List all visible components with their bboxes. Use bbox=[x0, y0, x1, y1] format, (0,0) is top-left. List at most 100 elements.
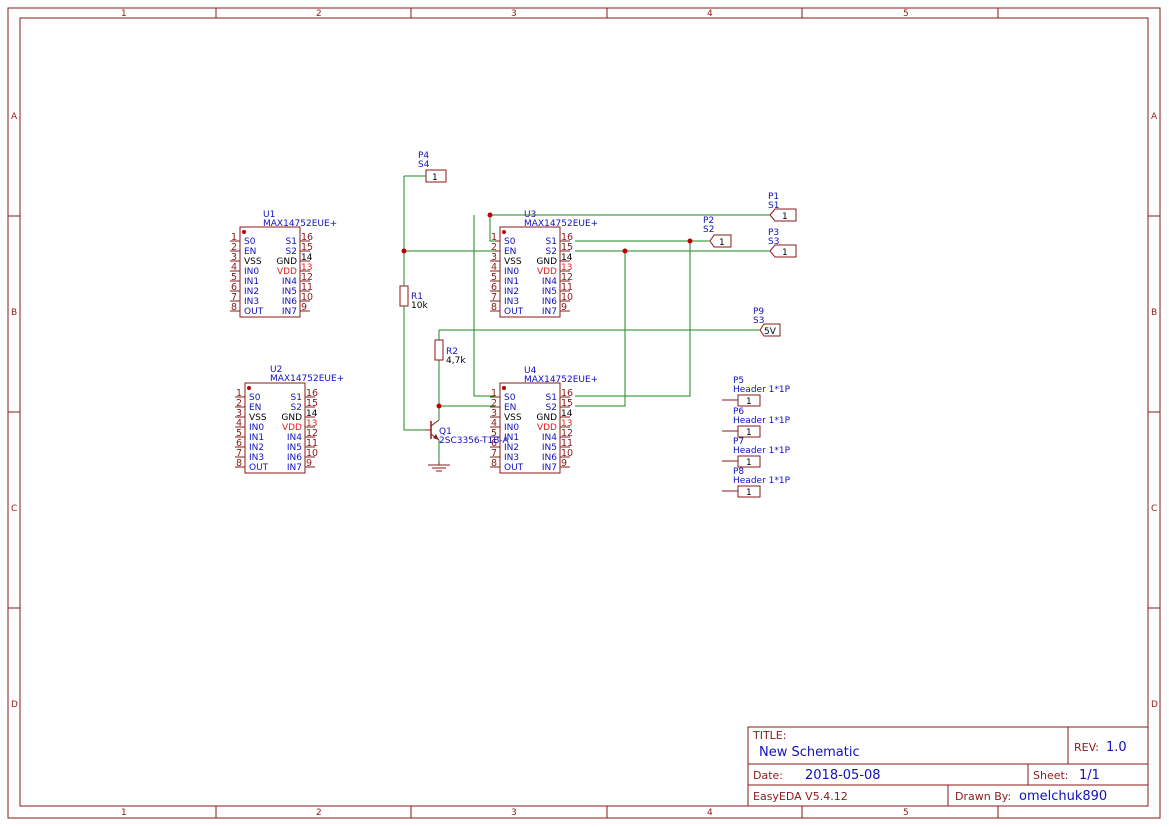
transistor-ref: Q1 bbox=[439, 427, 452, 437]
port-net: S2 bbox=[703, 225, 714, 235]
transistor-q1[interactable]: Q1 2SC3356-T1B-A bbox=[425, 419, 509, 446]
pin-name: IN5 bbox=[282, 287, 297, 297]
pin-number: 15 bbox=[561, 242, 573, 253]
pin-number: 2 bbox=[491, 242, 497, 253]
resistor-r2[interactable]: R2 4,7k bbox=[434, 339, 466, 366]
pin-number: 12 bbox=[561, 428, 573, 439]
pin-name: IN3 bbox=[504, 453, 519, 463]
port-p6[interactable]: P6 Header 1*1P 1 bbox=[722, 407, 791, 438]
pin-number: 2 bbox=[231, 242, 237, 253]
port-p5[interactable]: P5 Header 1*1P 1 bbox=[722, 376, 791, 407]
pin-number: 13 bbox=[561, 263, 572, 273]
pin-name: IN3 bbox=[249, 453, 264, 463]
ic-value: MAX14752EUE+ bbox=[524, 375, 598, 385]
resistor-value: 10k bbox=[411, 301, 428, 311]
junction-dot bbox=[687, 238, 693, 244]
port-p4[interactable]: P4 S4 1 bbox=[418, 151, 447, 183]
port-ref: P8 bbox=[733, 467, 744, 477]
port-net: S4 bbox=[418, 160, 430, 170]
rev-value: 1.0 bbox=[1106, 740, 1127, 755]
pin-number: 6 bbox=[491, 438, 497, 449]
pin-number: 13 bbox=[306, 419, 317, 429]
pin-number: 3 bbox=[236, 408, 242, 419]
pin-number: 12 bbox=[561, 272, 573, 283]
pin-name: VSS bbox=[504, 413, 522, 423]
port-ref: P1 bbox=[768, 192, 779, 202]
pin-name: S1 bbox=[546, 393, 557, 403]
pin-name: S1 bbox=[546, 237, 557, 247]
pin-name: IN4 bbox=[542, 277, 557, 287]
pin-number: 6 bbox=[236, 438, 242, 449]
pin-name: EN bbox=[249, 403, 261, 413]
resistor-ref: R2 bbox=[446, 347, 458, 357]
pin-number: 10 bbox=[561, 292, 573, 303]
pin-number: 8 bbox=[491, 458, 497, 469]
port-p8[interactable]: P8 Header 1*1P 1 bbox=[722, 467, 791, 498]
pin-name: VDD bbox=[277, 267, 297, 277]
port-pin: 1 bbox=[746, 488, 752, 498]
pin-name: IN6 bbox=[282, 297, 297, 307]
pin-number: 12 bbox=[301, 272, 313, 283]
column-label: 3 bbox=[511, 808, 517, 818]
pin-number: 9 bbox=[306, 458, 312, 469]
pin-number: 16 bbox=[306, 388, 318, 399]
pin-name: IN4 bbox=[542, 433, 557, 443]
column-label: 2 bbox=[316, 808, 322, 818]
pin-number: 16 bbox=[561, 232, 573, 243]
pin-name: OUT bbox=[504, 307, 524, 317]
pin-number: 7 bbox=[236, 448, 242, 459]
row-label: A bbox=[11, 112, 18, 122]
pin-name: IN6 bbox=[542, 297, 557, 307]
column-label: 2 bbox=[316, 9, 322, 19]
pin-number: 9 bbox=[561, 458, 567, 469]
pin-name: S0 bbox=[249, 393, 261, 403]
row-label: A bbox=[1151, 112, 1158, 122]
port-ref: P4 bbox=[418, 151, 429, 161]
pin-number: 2 bbox=[236, 398, 242, 409]
port-p3[interactable]: P3 S3 1 bbox=[768, 228, 797, 258]
port-p1[interactable]: P1 S1 1 bbox=[768, 192, 797, 222]
pin-name: EN bbox=[244, 247, 256, 257]
pin-name: IN3 bbox=[504, 297, 519, 307]
pin-number: 4 bbox=[236, 418, 242, 429]
pin-name: GND bbox=[536, 257, 557, 267]
pin-name: OUT bbox=[249, 463, 269, 473]
row-label: D bbox=[11, 700, 18, 710]
pin-number: 4 bbox=[231, 262, 237, 273]
pin-number: 4 bbox=[491, 262, 497, 273]
pin1-dot bbox=[502, 230, 506, 234]
port-pin: 5V bbox=[764, 327, 777, 337]
pin-name: OUT bbox=[504, 463, 524, 473]
port-net: Header 1*1P bbox=[733, 416, 791, 426]
port-pin: 1 bbox=[782, 248, 788, 258]
pin-name: IN2 bbox=[504, 287, 519, 297]
pin-name: IN2 bbox=[249, 443, 264, 453]
port-p2[interactable]: P2 S2 1 bbox=[703, 216, 732, 248]
port-pin: 1 bbox=[746, 428, 752, 438]
column-label: 3 bbox=[511, 9, 517, 19]
pin-name: IN7 bbox=[282, 307, 297, 317]
pin-number: 5 bbox=[491, 272, 497, 283]
pin-name: IN0 bbox=[504, 423, 519, 433]
port-p9[interactable]: P9 S3 5V bbox=[753, 307, 781, 337]
pin-name: IN7 bbox=[287, 463, 302, 473]
ic-ref: U2 bbox=[270, 365, 282, 375]
pin-number: 3 bbox=[231, 252, 237, 263]
pin-number: 15 bbox=[306, 398, 318, 409]
pin-number: 14 bbox=[561, 253, 573, 263]
rev-label: REV: bbox=[1074, 741, 1099, 754]
pin-name: IN2 bbox=[244, 287, 259, 297]
ic-value: MAX14752EUE+ bbox=[263, 219, 337, 229]
pin-number: 15 bbox=[561, 398, 573, 409]
port-p7[interactable]: P7 Header 1*1P 1 bbox=[722, 437, 791, 468]
pin-number: 7 bbox=[491, 448, 497, 459]
pin-name: S0 bbox=[504, 393, 516, 403]
resistor-r1[interactable]: R1 10k bbox=[399, 285, 428, 311]
pin-name: IN4 bbox=[287, 433, 302, 443]
pin-number: 8 bbox=[236, 458, 242, 469]
pin-number: 3 bbox=[491, 408, 497, 419]
